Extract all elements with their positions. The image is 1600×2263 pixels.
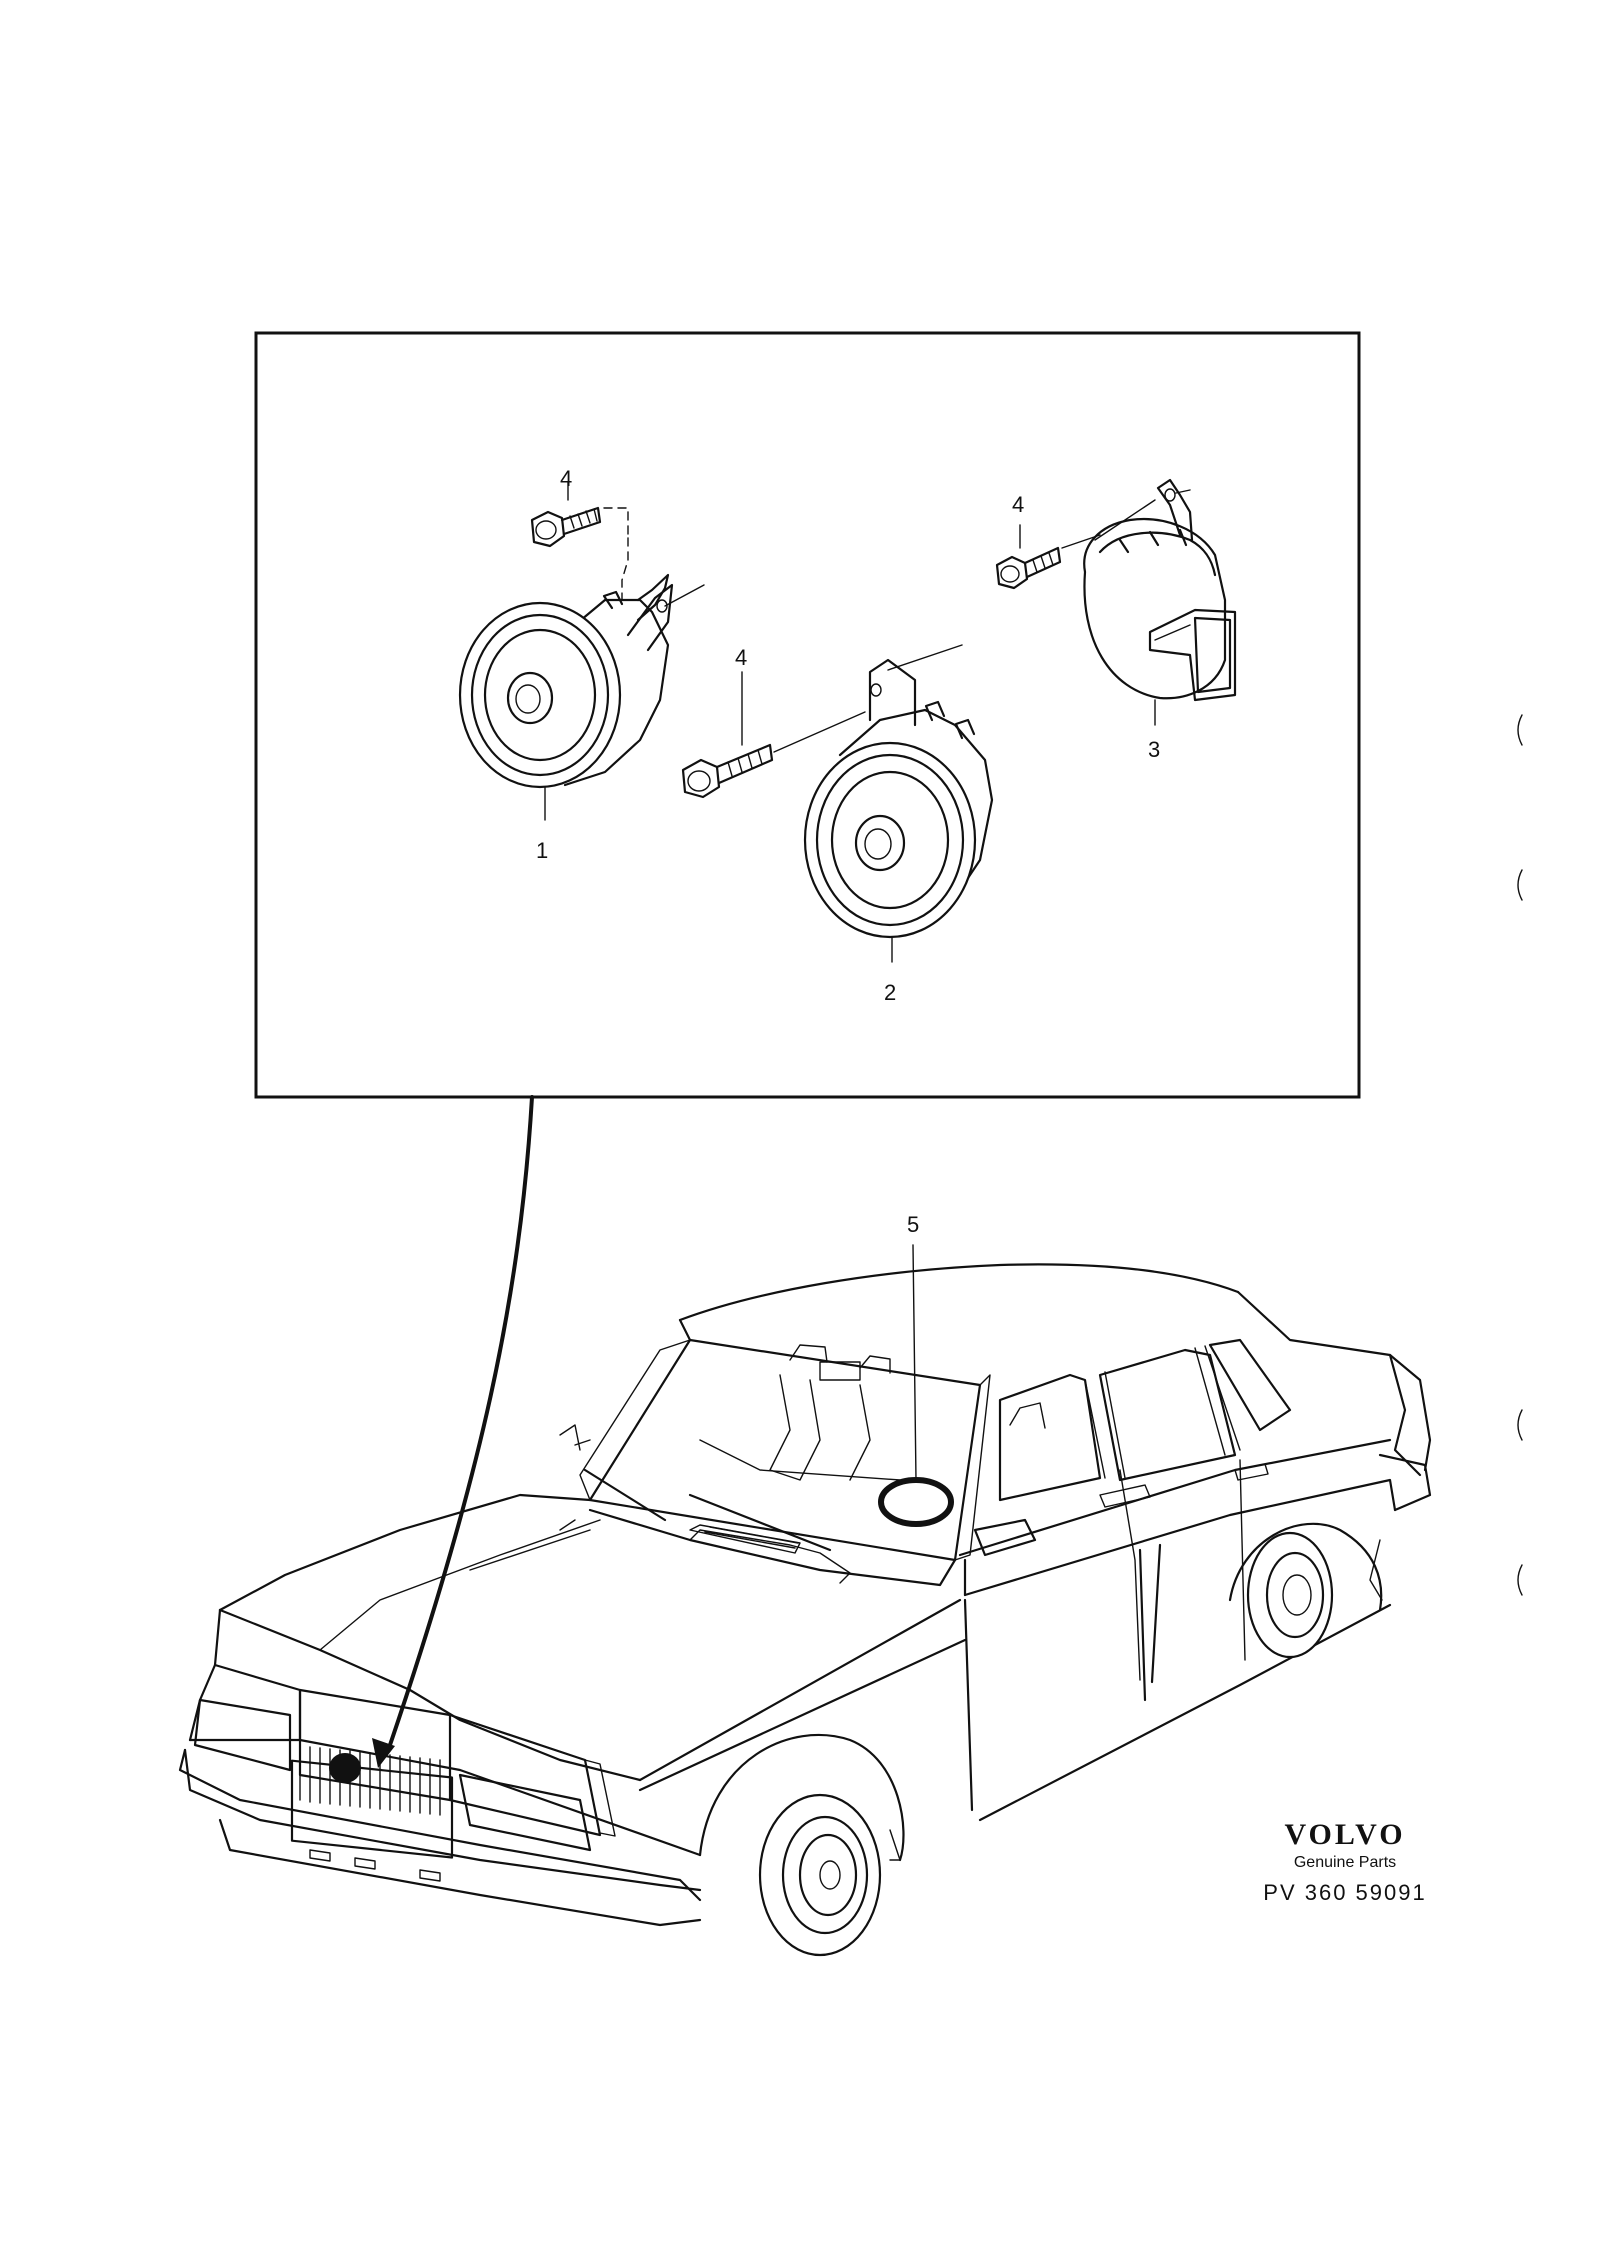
horn-location-marker-icon <box>329 1753 361 1783</box>
callout-4c: 4 <box>1012 492 1024 517</box>
horn-3-icon <box>1083 478 1237 726</box>
brand-block: VOLVO Genuine Parts PV 360 59091 <box>1250 1818 1440 1906</box>
pointer-arrowhead <box>372 1738 395 1768</box>
horn-1-icon <box>458 573 705 821</box>
part-code: PV 360 59091 <box>1263 1880 1427 1905</box>
horn-2-icon <box>803 644 994 963</box>
callout-1: 1 <box>536 838 548 863</box>
screw-4a-icon <box>530 481 629 601</box>
callout-5: 5 <box>907 1212 919 1237</box>
inset-frame <box>254 331 1361 1099</box>
car-illustration <box>178 1244 1432 1957</box>
screw-4b-icon <box>681 671 866 799</box>
callout-2: 2 <box>884 980 896 1005</box>
screw-4c-icon <box>995 524 1101 590</box>
brand-logo: VOLVO <box>1284 1818 1406 1851</box>
callout-3: 3 <box>1148 737 1160 762</box>
pointer-arrow <box>388 1095 534 1747</box>
callout-4a: 4 <box>560 466 572 491</box>
binding-marks <box>1517 714 1523 1596</box>
steering-wheel-icon <box>878 1477 954 1527</box>
callout-4b: 4 <box>735 645 747 670</box>
brand-tagline: Genuine Parts <box>1293 1854 1397 1871</box>
